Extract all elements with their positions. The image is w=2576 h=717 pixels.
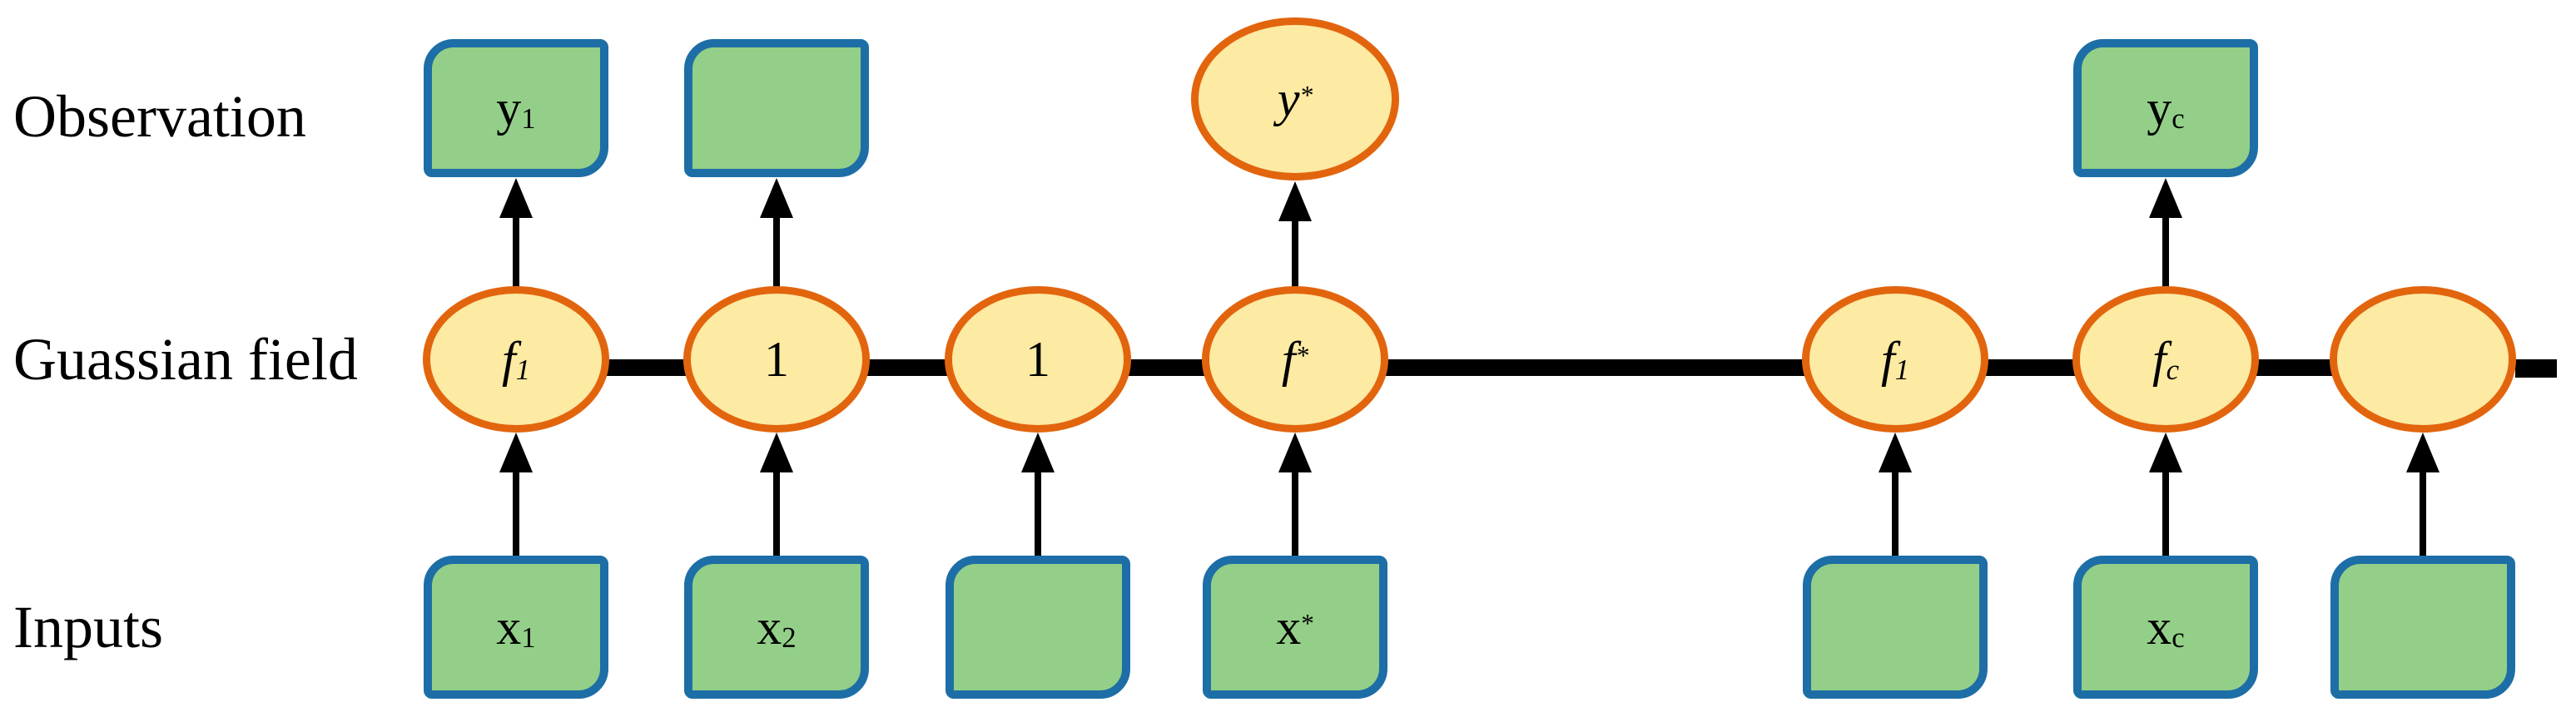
field-ellipse-col1: f1 [423,286,609,433]
observation-label-col6: yc [2147,80,2185,136]
observation-ellipse-col4: y* [1191,17,1399,180]
field-label-col1: f1 [501,331,531,387]
arrowhead-input-to-field-col6 [2149,433,2182,472]
arrowhead-input-to-field-col4 [1278,433,1312,472]
observation-box-col6: yc [2073,39,2258,177]
arrowhead-input-to-field-col5 [1879,433,1912,472]
arrow-field-to-observation-col2 [773,216,780,289]
input-label-col4: x* [1276,600,1314,655]
field-link-1-2 [604,359,687,376]
arrow-input-to-field-col4 [1292,471,1298,557]
arrow-input-to-field-col5 [1892,471,1898,557]
arrowhead-input-to-field-col1 [499,433,533,472]
arrow-field-to-observation-col1 [513,216,519,289]
input-box-col6: xc [2073,556,2258,699]
field-label-col3: 1 [1025,332,1050,387]
field-label-col4: f* [1281,332,1309,387]
field-ellipse-col7 [2330,286,2516,433]
field-ellipse-col6: fc [2072,286,2259,433]
arrowhead-input-to-field-col3 [1021,433,1055,472]
field-link-6-7 [2255,359,2334,376]
input-box-col4: x* [1203,556,1387,699]
arrow-input-to-field-col1 [513,471,519,557]
arrowhead-field-to-observation-col6 [2149,178,2182,218]
arrowhead-field-to-observation-col1 [499,178,533,218]
arrow-input-to-field-col7 [2420,471,2426,557]
observation-label-col1: y1 [496,80,536,136]
input-label-col2: x2 [757,599,797,655]
input-label-col1: x1 [496,599,536,655]
input-label-col6: xc [2147,599,2185,655]
arrowhead-field-to-observation-col2 [760,178,793,218]
arrow-field-to-observation-col4 [1292,220,1298,291]
field-ellipse-col2: 1 [683,286,870,433]
field-label-col6: fc [2152,331,2180,387]
row-label-gaussian-field: Guassian field [13,326,358,393]
field-label-col5: f1 [1880,331,1910,387]
field-ellipse-col4: f* [1202,286,1388,433]
input-box-col3 [946,556,1130,699]
row-label-observation: Observation [13,83,306,150]
input-box-col7 [2330,556,2515,699]
observation-box-col2 [684,39,869,177]
input-box-col2: x2 [684,556,869,699]
field-label-col2: 1 [764,332,789,387]
field-link-continuation-dash [2515,359,2557,378]
field-ellipse-col5: f1 [1802,286,1988,433]
observation-box-col1: y1 [424,39,608,177]
input-box-col5 [1803,556,1988,699]
observation-label-col4: y* [1277,72,1313,126]
field-link-2-3 [866,359,949,376]
row-label-inputs: Inputs [13,594,163,660]
arrowhead-field-to-observation-col4 [1278,181,1312,221]
arrow-input-to-field-col2 [773,471,780,557]
arrowhead-input-to-field-col7 [2406,433,2440,472]
arrow-input-to-field-col3 [1035,471,1041,557]
field-link-4-5-long [1382,359,1806,376]
field-ellipse-col3: 1 [945,286,1131,433]
arrow-field-to-observation-col6 [2162,216,2169,289]
arrowhead-input-to-field-col2 [760,433,793,472]
input-box-col1: x1 [424,556,608,699]
field-link-3-4 [1127,359,1206,376]
arrow-input-to-field-col6 [2162,471,2169,557]
field-link-5-6 [1984,359,2076,376]
